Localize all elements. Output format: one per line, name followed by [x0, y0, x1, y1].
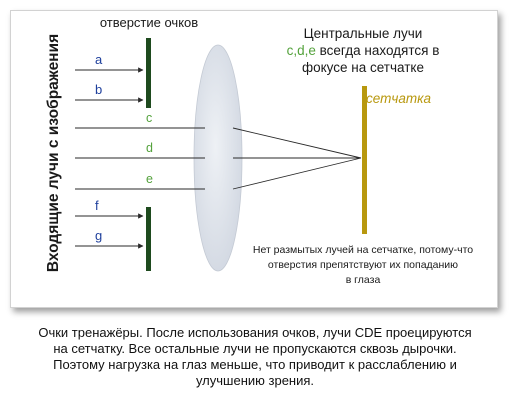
incoming-rays-label: Входящие лучи с изображения	[45, 34, 62, 272]
ray-g-label: g	[95, 228, 102, 243]
glasses-plate-top	[146, 38, 151, 108]
retina	[362, 86, 367, 234]
retina-label: сетчатка	[366, 91, 431, 106]
caption-line3: Поэтому нагрузка на глаз меньше, что при…	[53, 357, 457, 372]
ray-e-converging	[232, 157, 362, 190]
ray-f-label: f	[95, 198, 99, 213]
ray-e-label: e	[146, 172, 153, 186]
ray-b-label: b	[95, 82, 102, 97]
central-rays-letters: c,d,e	[287, 43, 316, 58]
caption-line4: улучшению зрения.	[195, 373, 315, 388]
ray-d-label: d	[146, 141, 153, 155]
ray-c-converging	[232, 127, 362, 159]
ray-a-label: a	[95, 52, 103, 67]
central-rays-title-line2: c,d,e всегда находятся в	[287, 43, 440, 58]
caption-line2: на сетчатку. Все остальные лучи не пропу…	[53, 341, 457, 356]
note-line1: Нет размытых лучей на сетчатке, потому-ч…	[253, 244, 473, 256]
caption-line1: Очки тренажёры. После использования очко…	[38, 325, 472, 340]
glasses-plate-bottom	[146, 207, 151, 271]
central-rays-title-rest: всегда находятся в	[316, 43, 439, 58]
central-rays-title-line1: Центральные лучи	[304, 26, 423, 41]
central-rays-title-line3: фокусе на сетчатке	[302, 60, 424, 75]
note-line2: отверстия препятствуют их попаданию	[268, 259, 458, 271]
diagram-frame	[10, 10, 498, 308]
note-line3: в глаза	[346, 274, 381, 286]
ray-c-label: c	[146, 111, 152, 125]
caption: Очки тренажёры. После использования очко…	[8, 325, 502, 389]
aperture-label: отверстие очков	[100, 15, 198, 30]
